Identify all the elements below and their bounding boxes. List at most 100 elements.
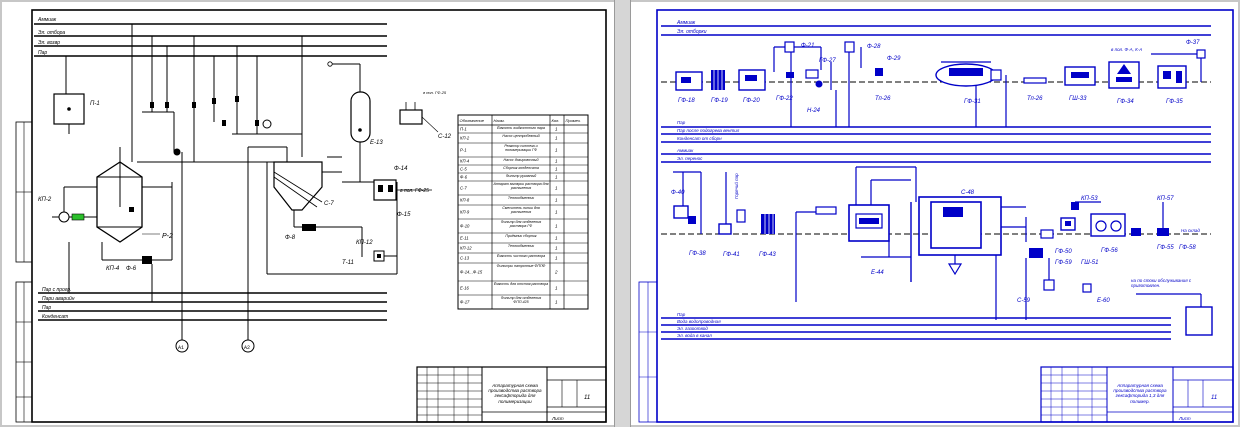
title-stamp: Аппаратурная схема производства раствора… (416, 366, 607, 423)
table-cell-name: Ёмкость для отстоя раствора (493, 281, 549, 286)
right-frame (656, 9, 1234, 423)
label-kp53: КП-53 (1081, 196, 1098, 202)
window-divider[interactable] (614, 0, 631, 427)
table-cell-qty: 1 (555, 175, 558, 180)
unit-gf59[interactable] (1029, 248, 1043, 258)
table-cell-name: Фильтры патронные ФППФ (496, 263, 546, 268)
label-kp57: КП-57 (1157, 196, 1174, 202)
r-line-bot3: Эл. газоотвод (677, 326, 708, 331)
label-gf55: ГФ-55 (1157, 245, 1174, 251)
table-cell-name: Теплообменник (507, 243, 535, 248)
left-schematic: Аммиак Эл. отбора Эл. возвр Пар П-1 (15, 9, 607, 423)
line-label-top: Аммиак (37, 17, 57, 23)
label-gsh51: ГШ-51 (1081, 260, 1098, 266)
table-cell-code: КП-2 (460, 136, 470, 141)
right-schematic: Аммиак Эл. отборки ГФ-18 ГФ-19 ГФ-20 Ф-2… (638, 9, 1234, 423)
r-line-top: Аммиак (676, 20, 696, 26)
label-p2: Р-2 (162, 233, 173, 240)
vessel-c12[interactable] (399, 109, 423, 125)
r-bottom-process: Ф-40 ГФ-38 Горячий пар ГФ-41 ГФ-43 Е-44 (661, 166, 1213, 336)
label-gf43: ГФ-43 (759, 252, 776, 258)
label-gf34: ГФ-34 (1117, 99, 1134, 105)
unit-tn26b[interactable] (1023, 77, 1047, 84)
evaporator-c7[interactable] (273, 161, 323, 211)
connector-a2[interactable] (241, 339, 255, 353)
table-cell-name: Ёмкость жидкостного пара (497, 125, 545, 130)
r-line-bot2: Вода водопроводная (677, 319, 721, 324)
table-cell-code: П-1 (460, 127, 467, 132)
unit-gf27[interactable] (805, 69, 819, 79)
r-line-mid5: Эл. перенос (677, 156, 703, 161)
tank-e13[interactable] (350, 91, 371, 143)
unit-f40[interactable] (673, 205, 689, 219)
label-f6: Ф-6 (126, 266, 137, 272)
unit-gf41[interactable] (718, 223, 732, 235)
filter-f8[interactable] (302, 224, 316, 231)
label-f29: Ф-29 (887, 56, 901, 62)
label-f14: Ф-14 (394, 166, 408, 172)
line-label-b2: Пари аварийн (42, 295, 75, 302)
label-kp2: КП-2 (38, 197, 52, 203)
filter-f6[interactable] (142, 256, 152, 264)
stamp-title: Аппаратурная схема производства раствора… (488, 383, 542, 404)
stamp-num: 11 (584, 395, 590, 401)
unit-f29[interactable] (875, 68, 883, 76)
label-gsh33: ГШ-33 (1069, 96, 1087, 102)
label-f15: Ф-15 (397, 212, 411, 218)
label-note: на по стоки обслуживания с приготовлен. (1131, 278, 1192, 288)
table-cell-qty: 1 (555, 127, 558, 132)
unit-gf50[interactable] (1040, 229, 1054, 239)
label-t11: Т-11 (342, 260, 354, 266)
connector-a1[interactable] (175, 339, 189, 353)
table-cell-code: Ф-14...Ф-15 (460, 270, 483, 275)
left-drawing-sheet[interactable]: Аммиак Эл. отбора Эл. возвр Пар П-1 (2, 2, 614, 425)
reactor-p2[interactable] (96, 147, 143, 243)
unit-f21[interactable] (784, 41, 795, 53)
table-cell-qty: 1 (555, 136, 558, 141)
label-e13: Е-13 (370, 140, 383, 146)
label-f21: Ф-21 (801, 43, 814, 49)
unit-c59[interactable] (1043, 279, 1055, 291)
table-cell-qty: 1 (555, 186, 558, 191)
label-f40: Ф-40 (671, 190, 685, 196)
table-cell-name: Насос центробежный (502, 133, 540, 138)
line-label-b4: Конденсат (42, 314, 68, 320)
label-e44: Е-44 (871, 270, 884, 276)
table-cell-qty: 1 (555, 300, 558, 305)
table-cell-qty: 1 (555, 224, 558, 229)
table-cell-code: Ф-6 (460, 175, 468, 180)
label-f8: Ф-8 (285, 235, 296, 241)
label-n24: Н-24 (807, 108, 821, 114)
line-label-b1: Пар с прогр. (42, 287, 71, 293)
label-gf22: ГФ-22 (776, 96, 793, 102)
unit-gf43[interactable] (761, 214, 775, 234)
unit-f28[interactable] (844, 41, 855, 53)
unit-gf55[interactable] (1157, 228, 1169, 236)
unit-gf38[interactable] (688, 216, 696, 224)
label-c12: С-12 (438, 134, 452, 140)
table-header-cell: Наим. (494, 118, 505, 123)
right-drawing-sheet[interactable]: Аммиак Эл. отборки ГФ-18 ГФ-19 ГФ-20 Ф-2… (631, 2, 1238, 425)
r-line-bot4: Эл. вода в канал (677, 333, 712, 338)
line-label-3: Пар (38, 50, 47, 56)
label-c12-note: в пол. ГФ-25 (423, 90, 447, 95)
label-tn26b: Тп-26 (1027, 96, 1043, 102)
table-cell-code: КП-8 (460, 198, 470, 203)
table-cell-code: С-7 (460, 186, 467, 191)
table-cell-code: Р-1 (460, 148, 467, 153)
table-cell-name: Теплообменник (507, 195, 535, 200)
unit-e60[interactable] (1082, 283, 1092, 293)
table-header-cell: Примеч. (566, 118, 581, 123)
pump-kp2[interactable] (58, 211, 70, 223)
r-title-stamp: Аппаратурная схема производства раствора… (1040, 366, 1234, 423)
unit-drain-vessel[interactable] (1185, 306, 1213, 336)
r-line-mid1: Пар (677, 120, 686, 125)
table-cell-code: Е-11 (460, 236, 469, 241)
unit-gf34[interactable] (1108, 61, 1140, 89)
pump-n24[interactable] (815, 80, 823, 88)
unit-f37[interactable] (1196, 49, 1206, 59)
table-cell-qty: 1 (555, 198, 558, 203)
label-kp4: КП-4 (106, 266, 120, 272)
label-hot-steam: Горячий пар (733, 173, 739, 199)
